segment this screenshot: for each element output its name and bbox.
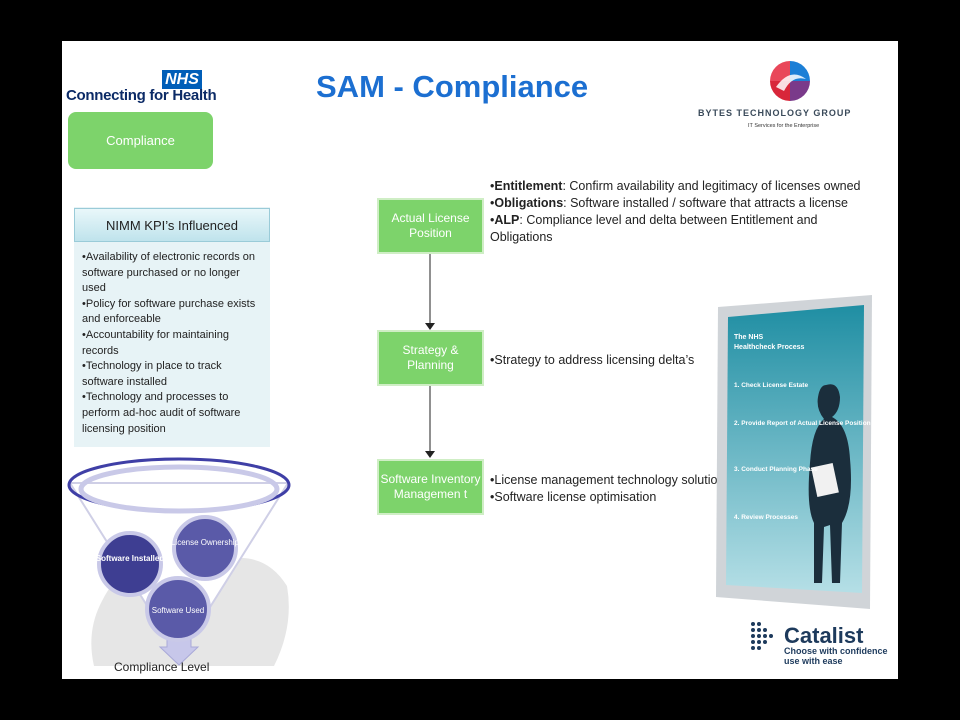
page-title: SAM - Compliance	[316, 69, 589, 104]
tech-text: •License management technology solutions	[490, 473, 731, 487]
poster-step-4: 4. Review Processes	[734, 514, 798, 521]
clipboard-icon	[811, 463, 839, 497]
poster-title-line-1: The NHS	[734, 334, 764, 341]
label-software-used: Software Used	[152, 606, 204, 615]
obligations-text: •Obligations: Software installed / softw…	[490, 196, 848, 210]
optimisation-text: •Software license optimisation	[490, 490, 657, 504]
kpi-item: Policy for software purchase exists and …	[82, 297, 262, 328]
catalist-logo-text: Catalist	[784, 623, 864, 648]
bytes-logo-subtext: IT Services for the Enterprise	[748, 123, 820, 129]
kpi-item: Technology in place to track software in…	[82, 359, 262, 390]
healthcheck-poster: The NHS Healthcheck Process 1. Check Lic…	[716, 295, 872, 609]
description-block-3: •License management technology solutions…	[490, 472, 880, 506]
funnel-rim-inner	[78, 464, 280, 514]
description-block-2: •Strategy to address licensing delta’s	[490, 352, 880, 369]
catalist-logo-icon	[751, 622, 773, 650]
poster-step-3: 3. Conduct Planning Phase	[734, 466, 818, 473]
flow-arrow-head-2	[425, 451, 435, 458]
compliance-level-label: Compliance Level	[114, 660, 210, 674]
flow-box-strategy-planning: Strategy & Planning	[377, 330, 484, 386]
kpi-header: NIMM KPI’s Influenced	[74, 208, 270, 242]
entitlement-text: •Entitlement: Confirm availability and l…	[490, 179, 861, 193]
kpi-item: Technology and processes to perform ad-h…	[82, 390, 262, 437]
circle-license-ownership	[172, 515, 238, 581]
kpi-list: Availability of electronic records on so…	[82, 250, 262, 437]
circle-software-installed	[97, 531, 163, 597]
compliance-funnel-diagram: Software Installed License Ownership Sof…	[67, 457, 291, 666]
strategy-text: •Strategy to address licensing delta’s	[490, 353, 695, 367]
flow-box-software-inventory: Software Inventory Managemen t	[377, 459, 484, 515]
slide: NHS Connecting for Health SAM - Complian…	[62, 41, 898, 679]
alp-text: •ALP: Compliance level and delta between…	[490, 213, 818, 244]
flow-arrow-head-1	[425, 323, 435, 330]
kpi-item: Availability of electronic records on so…	[82, 250, 262, 297]
bytes-logo-icon	[770, 61, 810, 101]
flow-box-actual-license-position: Actual License Position	[377, 198, 484, 254]
label-license-ownership: License Ownership	[171, 538, 240, 547]
poster-step-1: 1. Check License Estate	[734, 382, 808, 389]
poster-title-line-2: Healthcheck Process	[734, 344, 805, 351]
label-software-installed: Software Installed	[96, 554, 165, 563]
poster-step-2: 2. Provide Report of Actual License Posi…	[734, 420, 871, 427]
flow-arrows	[425, 254, 435, 458]
compliance-box: Compliance	[68, 112, 213, 169]
bytes-logo-text: BYTES TECHNOLOGY GROUP	[698, 108, 852, 118]
circle-software-used	[145, 576, 211, 642]
nhs-logo-text: Connecting for Health	[66, 87, 217, 104]
nhs-logo-badge: NHS	[162, 70, 202, 89]
catalist-tagline: Choose with confidence use with ease	[784, 646, 888, 666]
description-block-1: •Entitlement: Confirm availability and l…	[490, 178, 880, 246]
kpi-item: Accountability for maintaining records	[82, 328, 262, 359]
